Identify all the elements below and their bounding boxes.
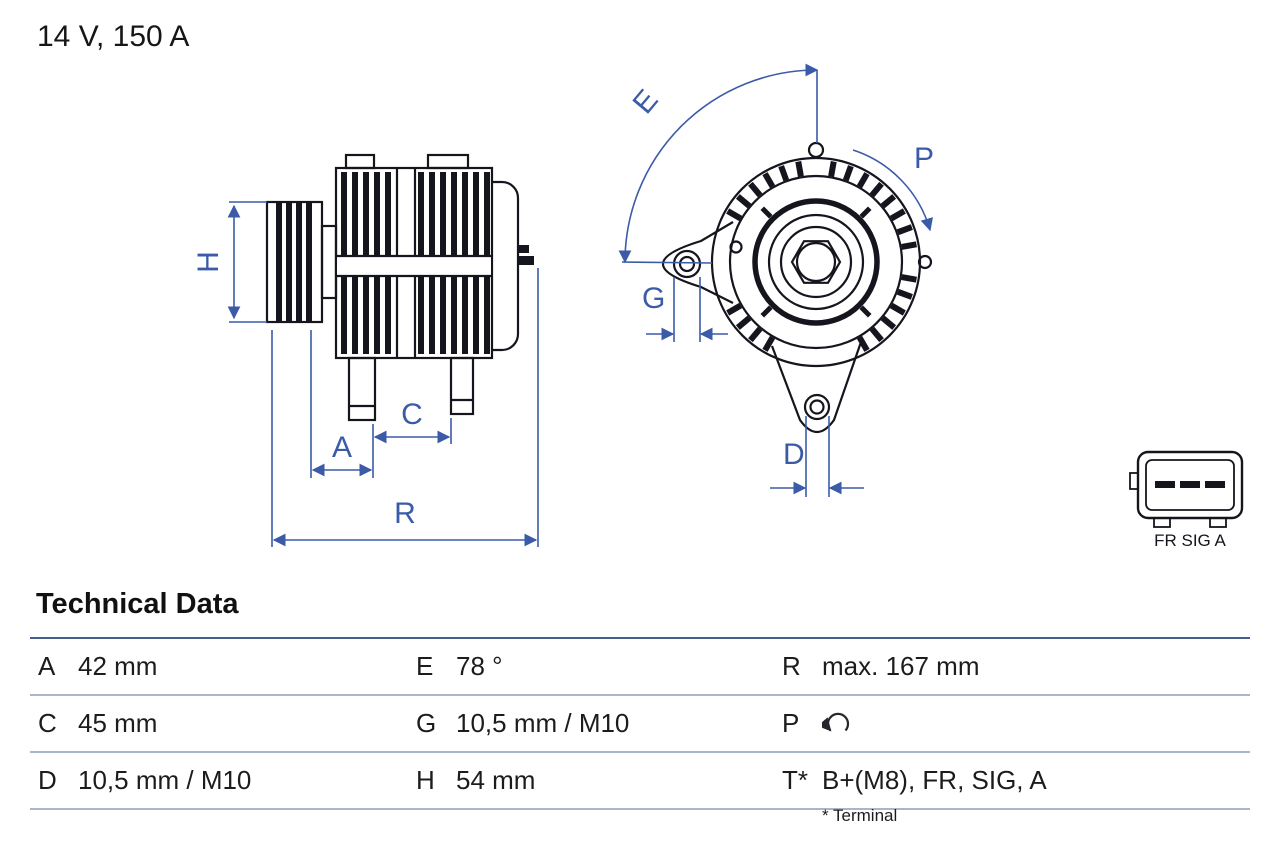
- table-row: C 45 mm G 10,5 mm / M10 P: [30, 696, 1250, 753]
- bottom-mounting-lug: [770, 341, 863, 434]
- dim-value: 10,5 mm / M10: [456, 708, 630, 738]
- dim-value: B+(M8), FR, SIG, A: [822, 765, 1047, 795]
- terminal-footnote: * Terminal: [822, 806, 898, 825]
- connector-pins: [1155, 481, 1225, 488]
- connector-pin-labels: FR SIG A: [1154, 531, 1226, 550]
- dim-label-a: A: [332, 431, 352, 464]
- front-view-dimensions: [618, 63, 934, 497]
- table-row: D 10,5 mm / M10 H 54 mm T* B+(M8), FR, S…: [30, 753, 1250, 810]
- front-view-dim-labels: E P G D: [627, 84, 934, 471]
- side-view-dim-labels: H A C R: [192, 251, 423, 530]
- page-title: 14 V, 150 A: [37, 20, 190, 53]
- dim-key: C: [38, 708, 57, 738]
- side-view-dimensions: [227, 201, 539, 547]
- dim-value: 10,5 mm / M10: [78, 765, 252, 795]
- connector: [1129, 450, 1244, 528]
- table-row: A 42 mm E 78 ° R max. 167 mm: [30, 639, 1250, 696]
- dim-key: A: [38, 651, 56, 681]
- dim-key: P: [782, 708, 800, 738]
- top-lug-hole: [807, 141, 825, 159]
- technical-data-heading: Technical Data: [36, 588, 239, 620]
- rotation-direction-cell: [820, 709, 1250, 739]
- dim-key: D: [38, 765, 57, 795]
- dim-value: 54 mm: [456, 765, 536, 795]
- housing: [334, 153, 534, 360]
- dim-label-g: G: [642, 282, 665, 315]
- dim-label-d: D: [783, 438, 805, 471]
- rotation-direction-arc: [852, 149, 934, 232]
- technical-data-table: A 42 mm E 78 ° R max. 167 mm C 45 mm G 1…: [30, 637, 1250, 810]
- dim-key: G: [416, 708, 437, 738]
- dim-label-r: R: [394, 497, 416, 530]
- dim-value: 78 °: [456, 651, 503, 681]
- right-lug-hole: [917, 254, 933, 270]
- dim-label-c: C: [401, 398, 423, 431]
- dim-key: E: [416, 651, 434, 681]
- dim-label-h: H: [192, 251, 225, 273]
- front-view: [661, 141, 933, 434]
- dim-value: 45 mm: [78, 708, 158, 738]
- pulley: [265, 200, 338, 324]
- shaft-nut: [790, 240, 842, 284]
- dim-key: T*: [782, 765, 808, 795]
- mounting-feet: [347, 356, 475, 422]
- dim-value: 42 mm: [78, 651, 158, 681]
- technical-drawing: H A C R: [192, 63, 1244, 550]
- dim-key: R: [782, 651, 801, 681]
- dim-value: max. 167 mm: [822, 651, 980, 681]
- side-view: [265, 153, 534, 422]
- rotation-arrow-icon: [822, 712, 850, 731]
- dim-label-p: P: [914, 142, 934, 175]
- dim-key: H: [416, 765, 435, 795]
- dim-label-e: E: [627, 84, 665, 121]
- rotor-vents: [762, 208, 869, 315]
